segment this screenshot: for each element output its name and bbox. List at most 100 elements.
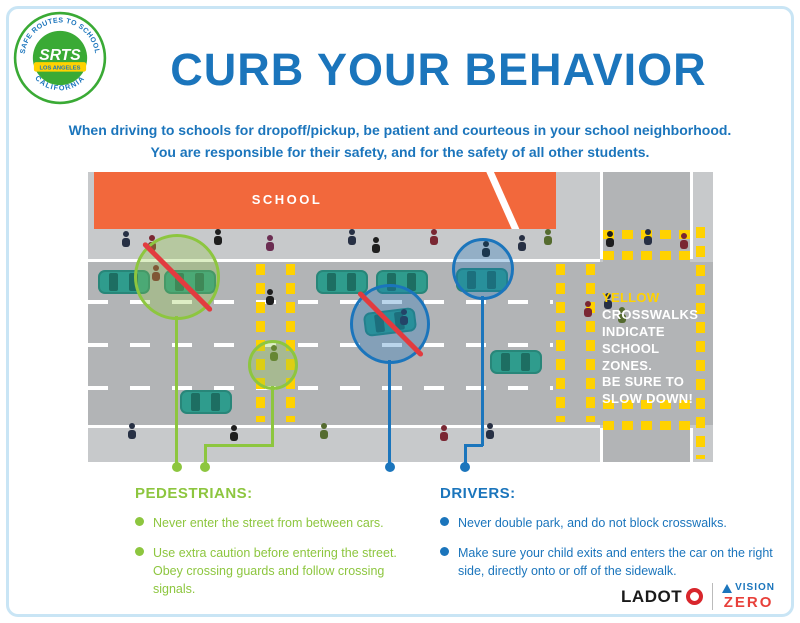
curb-line bbox=[88, 259, 600, 262]
pedestrian-icon bbox=[544, 229, 552, 245]
car-window bbox=[327, 273, 336, 291]
subtitle-line-2: You are responsible for their safety, an… bbox=[150, 143, 650, 160]
zero-label: ZERO bbox=[723, 594, 774, 611]
driver-tip: Never double park, and do not block cros… bbox=[458, 516, 727, 530]
logo-banner-text: LOS ANGELES bbox=[40, 65, 81, 71]
callout-line-green bbox=[205, 444, 274, 447]
callout-dot-blue bbox=[460, 462, 470, 472]
car-window bbox=[109, 273, 118, 291]
pedestrian-icon bbox=[486, 423, 494, 439]
vision-label: VISION bbox=[735, 582, 775, 593]
callout-line-green bbox=[204, 444, 207, 466]
curb-line bbox=[600, 428, 603, 462]
logo-banner-ribbon bbox=[33, 62, 87, 72]
pedestrian-icon bbox=[266, 289, 274, 305]
crosswalk-marking bbox=[696, 227, 705, 459]
page-title: CURB YOUR BEHAVIOR bbox=[170, 44, 707, 95]
car-window bbox=[521, 353, 530, 371]
note-line: CROSSWALKS bbox=[602, 306, 699, 322]
callout-dot-green bbox=[200, 462, 210, 472]
pedestrian-icon bbox=[440, 425, 448, 441]
list-item: Use extra caution before entering the st… bbox=[135, 544, 407, 598]
footer-logos: LADOT VISION ZERO bbox=[621, 583, 775, 610]
right-side-exit-circle bbox=[452, 238, 514, 300]
curb-line bbox=[690, 172, 693, 259]
pedestrian-icon bbox=[230, 425, 238, 441]
logo-acronym: SRTS bbox=[39, 47, 81, 64]
car-window bbox=[211, 393, 220, 411]
pedestrian-tip: Never enter the street from between cars… bbox=[153, 516, 384, 530]
pedestrian-tip: Use extra caution before entering the st… bbox=[153, 546, 397, 597]
ladot-seal-icon bbox=[686, 588, 704, 605]
pedestrian-icon bbox=[320, 423, 328, 439]
car-icon bbox=[180, 390, 232, 414]
school-label: SCHOOL bbox=[251, 192, 323, 207]
bullet-icon bbox=[135, 547, 144, 557]
pedestrian-icon bbox=[644, 229, 652, 245]
pedestrian-icon bbox=[430, 229, 438, 245]
bullet-icon bbox=[135, 517, 144, 526]
callout-dot-green bbox=[172, 462, 182, 472]
driver-tip: Make sure your child exits and enters th… bbox=[458, 546, 773, 579]
pedestrian-icon bbox=[604, 293, 612, 309]
curb-line bbox=[88, 425, 600, 428]
pedestrian-icon bbox=[348, 229, 356, 245]
crosswalk-marking bbox=[603, 400, 690, 409]
pedestrians-heading: PEDESTRIANS: bbox=[135, 485, 253, 502]
vision-zero-top: VISION bbox=[722, 583, 775, 593]
school-building: SCHOOL bbox=[94, 172, 556, 229]
pedestrian-icon bbox=[584, 301, 592, 317]
vision-zero-triangle-icon bbox=[722, 583, 733, 593]
street-scene: SCHOOL YELLOW CROSSWALKS INDICATE SCHOOL… bbox=[88, 172, 713, 472]
note-line: ZONES. bbox=[602, 357, 653, 373]
lane-line bbox=[88, 343, 553, 347]
poster-subtitle: When driving to schools for dropoff/pick… bbox=[36, 120, 764, 163]
building-edge-stripe bbox=[483, 172, 524, 229]
bullet-icon bbox=[440, 517, 449, 526]
pedestrian-icon bbox=[128, 423, 136, 439]
ladot-logo: LADOT bbox=[621, 586, 704, 607]
srts-logo: SAFE ROUTES TO SCHOOL CALIFORNIA SRTS LO… bbox=[13, 11, 107, 105]
subtitle-line-1: When driving to schools for dropoff/pick… bbox=[68, 122, 732, 138]
crosswalk-marking bbox=[586, 264, 595, 422]
pedestrian-icon bbox=[266, 235, 274, 251]
vertical-road bbox=[603, 172, 690, 462]
list-item: Never double park, and do not block cros… bbox=[440, 514, 778, 532]
list-item: Never enter the street from between cars… bbox=[135, 514, 407, 532]
callout-line-green bbox=[271, 386, 274, 446]
note-line: BE SURE TO bbox=[602, 374, 685, 390]
pedestrian-icon bbox=[214, 229, 222, 245]
curb-line bbox=[690, 428, 693, 462]
pedestrian-icon bbox=[606, 231, 614, 247]
crosswalk-marking bbox=[286, 264, 295, 422]
car-window bbox=[501, 353, 510, 371]
list-item: Make sure your child exits and enters th… bbox=[440, 544, 778, 580]
crosswalk-pedestrian-circle bbox=[248, 340, 298, 390]
drivers-heading: DRIVERS: bbox=[440, 485, 516, 502]
pedestrians-section: PEDESTRIANS: Never enter the street from… bbox=[135, 485, 407, 599]
callout-line-blue bbox=[465, 444, 483, 447]
pedestrian-icon bbox=[372, 237, 380, 253]
note-line: YELLOW bbox=[602, 290, 660, 305]
pedestrian-icon bbox=[618, 307, 626, 323]
pedestrian-icon bbox=[518, 235, 526, 251]
drivers-section: DRIVERS: Never double park, and do not b… bbox=[440, 485, 778, 580]
callout-dot-blue bbox=[385, 462, 395, 472]
crosswalk-marking bbox=[556, 264, 565, 422]
school-zone-note: YELLOW CROSSWALKS INDICATE SCHOOL ZONES.… bbox=[602, 290, 710, 408]
note-line: INDICATE bbox=[602, 323, 665, 339]
callout-line-blue bbox=[464, 444, 467, 466]
car-window bbox=[407, 273, 416, 291]
crosswalk-marking bbox=[603, 251, 690, 260]
note-line: SLOW DOWN! bbox=[602, 391, 694, 407]
crosswalk-marking bbox=[603, 421, 690, 430]
pedestrian-icon bbox=[122, 231, 130, 247]
callout-line-blue bbox=[481, 296, 484, 446]
ladot-wordmark: LADOT bbox=[621, 586, 683, 606]
bullet-icon bbox=[440, 547, 449, 557]
car-icon bbox=[316, 270, 368, 294]
no-double-park-circle bbox=[350, 284, 430, 364]
pedestrian-icon bbox=[680, 233, 688, 249]
callout-line-green bbox=[175, 316, 178, 466]
car-window bbox=[191, 393, 200, 411]
